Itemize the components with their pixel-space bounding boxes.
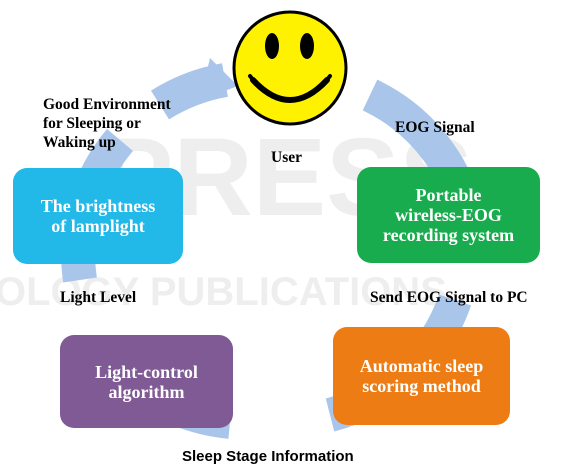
box-brightness-line1: The brightness [40, 196, 156, 216]
box-scoring-line1: Automatic sleep [359, 356, 484, 376]
box-portable-line2: wireless-EOG [395, 205, 502, 225]
user-label: User [271, 149, 302, 166]
arrowhead-top [200, 58, 238, 100]
label-eog-signal: EOG Signal [395, 119, 475, 136]
box-portable-line3: recording system [382, 225, 515, 245]
box-portable-eog: Portable wireless-EOG recording system [357, 167, 540, 263]
box-scoring-line2: scoring method [362, 376, 481, 396]
smiley-icon [232, 10, 348, 126]
label-good-environment-line2: for Sleeping or [43, 115, 141, 132]
box-algorithm-line2: algorithm [108, 381, 185, 402]
label-good-environment-line1: Good Environment [43, 96, 171, 113]
box-brightness-line2: of lamplight [51, 216, 145, 236]
label-send-eog: Send EOG Signal to PC [370, 289, 528, 306]
box-brightness: The brightness of lamplight [13, 168, 183, 264]
box-algorithm-line1: Light-control [95, 361, 198, 382]
box-sleep-scoring: Automatic sleep scoring method [333, 327, 510, 425]
label-good-environment: Good Environment for Sleeping or Waking … [43, 95, 171, 152]
box-light-control: Light-control algorithm [60, 335, 233, 428]
label-sleep-stage: Sleep Stage Information [182, 448, 354, 465]
box-portable-line1: Portable [415, 185, 482, 205]
label-light-level: Light Level [60, 289, 137, 306]
label-good-environment-line3: Waking up [43, 134, 116, 151]
